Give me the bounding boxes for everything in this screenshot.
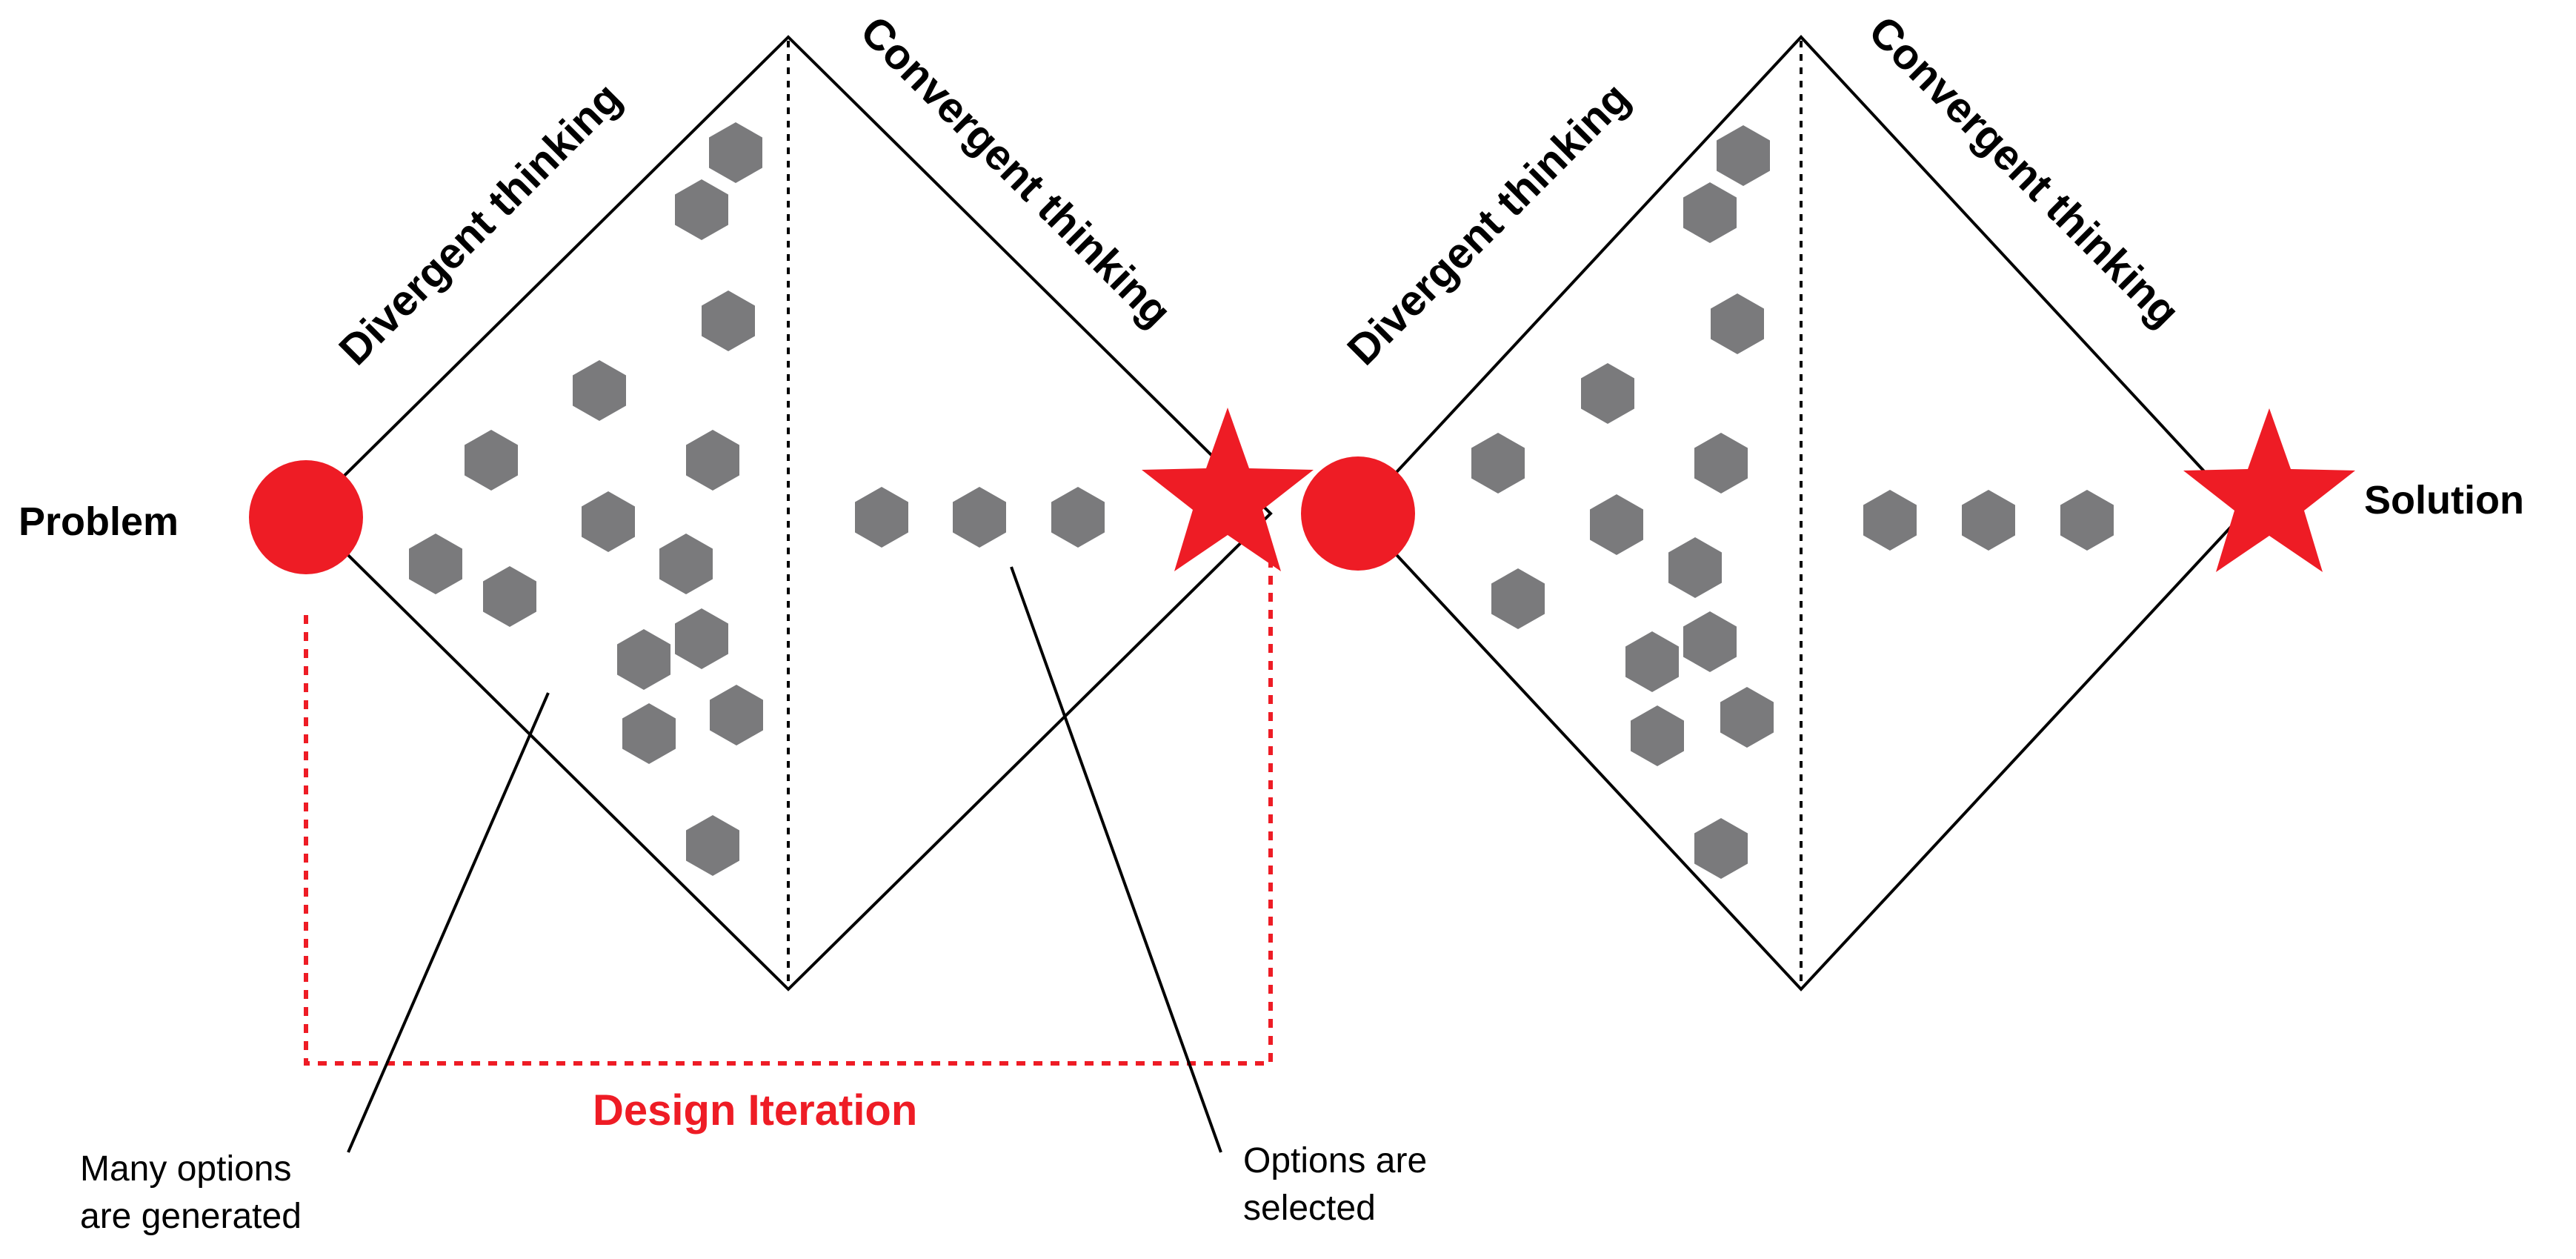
option-hexagon-icon bbox=[1590, 494, 1643, 555]
option-hexagon-icon bbox=[710, 685, 763, 745]
options-diamond-2-convergent bbox=[1863, 490, 2114, 551]
pointer-line-selected bbox=[1010, 566, 1222, 1153]
problem-label: Problem bbox=[19, 499, 179, 544]
option-hexagon-icon bbox=[2060, 490, 2114, 551]
problem-circle-icon bbox=[249, 460, 363, 574]
many-options-label-line2: are generated bbox=[80, 1197, 302, 1236]
option-hexagon-icon bbox=[855, 487, 908, 548]
option-hexagon-icon bbox=[675, 608, 728, 669]
option-hexagon-icon bbox=[409, 534, 462, 594]
design-iteration-bracket bbox=[304, 548, 1273, 1066]
option-hexagon-icon bbox=[1683, 182, 1737, 243]
option-hexagon-icon bbox=[1863, 490, 1917, 551]
second-start-circle-icon bbox=[1301, 456, 1415, 571]
option-hexagon-icon bbox=[1694, 818, 1748, 879]
options-selected-label-line2: selected bbox=[1243, 1189, 1376, 1228]
option-hexagon-icon bbox=[465, 430, 518, 491]
option-hexagon-icon bbox=[1962, 490, 2015, 551]
option-hexagon-icon bbox=[953, 487, 1006, 548]
option-hexagon-icon bbox=[1711, 293, 1764, 354]
divergent-label-2: Divergent thinking bbox=[1338, 73, 1639, 374]
option-hexagon-icon bbox=[1491, 568, 1545, 629]
option-hexagon-icon bbox=[582, 491, 635, 552]
option-hexagon-icon bbox=[675, 179, 728, 240]
options-diamond-2-divergent bbox=[1471, 125, 1774, 879]
solution-star-icon bbox=[2183, 408, 2355, 572]
option-hexagon-icon bbox=[617, 629, 670, 690]
many-options-label-line1: Many options bbox=[80, 1149, 292, 1189]
option-hexagon-icon bbox=[709, 122, 762, 183]
option-hexagon-icon bbox=[1668, 537, 1722, 598]
option-hexagon-icon bbox=[622, 703, 676, 764]
diamond-1-outline bbox=[304, 35, 1273, 991]
option-hexagon-icon bbox=[686, 815, 739, 876]
midpoint-star-icon bbox=[1142, 408, 1314, 571]
option-hexagon-icon bbox=[659, 534, 713, 594]
pointer-line-generated bbox=[347, 692, 550, 1153]
option-hexagon-icon bbox=[1625, 631, 1679, 692]
option-hexagon-icon bbox=[1471, 433, 1525, 494]
option-hexagon-icon bbox=[702, 290, 755, 351]
options-selected-label-line1: Options are bbox=[1243, 1141, 1427, 1180]
convergent-label-1: Convergent thinking bbox=[851, 7, 1181, 336]
option-hexagon-icon bbox=[573, 360, 626, 421]
option-hexagon-icon bbox=[686, 430, 739, 491]
solution-label: Solution bbox=[2364, 478, 2524, 522]
option-hexagon-icon bbox=[483, 566, 536, 627]
option-hexagon-icon bbox=[1683, 611, 1737, 672]
option-hexagon-icon bbox=[1581, 363, 1634, 424]
divergent-label-1: Divergent thinking bbox=[330, 73, 630, 374]
option-hexagon-icon bbox=[1717, 125, 1770, 186]
convergent-label-2: Convergent thinking bbox=[1860, 7, 2189, 336]
options-diamond-1-convergent bbox=[855, 487, 1105, 548]
option-hexagon-icon bbox=[1694, 433, 1748, 494]
option-hexagon-icon bbox=[1051, 487, 1105, 548]
option-hexagon-icon bbox=[1631, 705, 1684, 766]
option-hexagon-icon bbox=[1720, 687, 1774, 748]
design-iteration-label: Design Iteration bbox=[593, 1086, 917, 1135]
